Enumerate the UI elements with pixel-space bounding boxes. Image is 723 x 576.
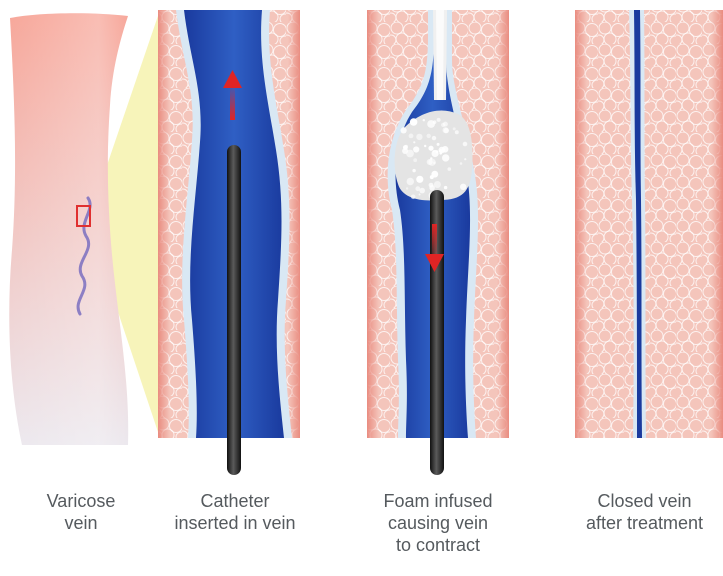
- foam-bubble: [428, 159, 435, 166]
- foam-bubble: [439, 152, 442, 155]
- foam-bubble: [463, 142, 468, 147]
- foam-bubble: [407, 178, 414, 185]
- foam-bubble: [424, 145, 426, 147]
- caption-catheter-inserted: Catheter inserted in vein: [150, 490, 320, 534]
- foam-bubble: [409, 134, 414, 139]
- foam-bubble: [403, 145, 408, 150]
- foam-bubble: [427, 134, 431, 138]
- caption-foam-infused: Foam infused causing vein to contract: [358, 490, 518, 556]
- foam-bubble: [455, 130, 459, 134]
- foam-bubble: [437, 118, 441, 122]
- caption-line: after treatment: [566, 512, 723, 534]
- catheter-tube: [227, 145, 241, 475]
- caption-line: causing vein: [358, 512, 518, 534]
- caption-varicose-vein: Varicose vein: [22, 490, 140, 534]
- foam-bubble: [432, 150, 439, 157]
- foam-bubble: [412, 120, 414, 122]
- caption-line: to contract: [358, 534, 518, 556]
- caption-line: Closed vein: [566, 490, 723, 512]
- foam-bubble: [434, 181, 441, 188]
- foam-bubble: [448, 167, 452, 171]
- caption-line: vein: [22, 512, 140, 534]
- foam-bubble: [411, 195, 416, 200]
- foam-bubble: [416, 134, 422, 140]
- foam-bubble: [406, 187, 408, 189]
- panel-closed: [575, 10, 723, 438]
- foam-bubble: [441, 123, 445, 127]
- foam-bubble: [413, 146, 419, 152]
- foam-bubble: [412, 169, 415, 172]
- foam-bubble: [427, 120, 435, 128]
- foam-bubble: [453, 127, 456, 130]
- foam-bubble: [429, 185, 435, 191]
- caption-line: Varicose: [22, 490, 140, 512]
- foam-bubble: [431, 171, 438, 178]
- foam-bubble: [419, 188, 425, 194]
- foam-bubble: [460, 184, 466, 190]
- foam-bubble: [442, 154, 449, 161]
- foam-bubble: [428, 146, 433, 151]
- foam-bubble: [443, 127, 449, 133]
- foam-bubble: [442, 146, 449, 153]
- caption-line: Catheter: [150, 490, 320, 512]
- foam-bubble: [460, 162, 463, 165]
- foam-bubble: [423, 119, 425, 121]
- caption-closed-vein: Closed vein after treatment: [566, 490, 723, 534]
- foam-bubble: [432, 136, 436, 140]
- foam-bubble: [464, 158, 466, 160]
- foam-bubble: [419, 194, 421, 196]
- foam-bubble: [444, 186, 447, 189]
- foam-bubble: [416, 176, 423, 183]
- foam-bubble: [413, 141, 415, 143]
- caption-line: Foam infused: [358, 490, 518, 512]
- foam-bubble: [437, 143, 440, 146]
- foam-bubble: [413, 158, 417, 162]
- foam-bubble: [401, 127, 407, 133]
- caption-line: inserted in vein: [150, 512, 320, 534]
